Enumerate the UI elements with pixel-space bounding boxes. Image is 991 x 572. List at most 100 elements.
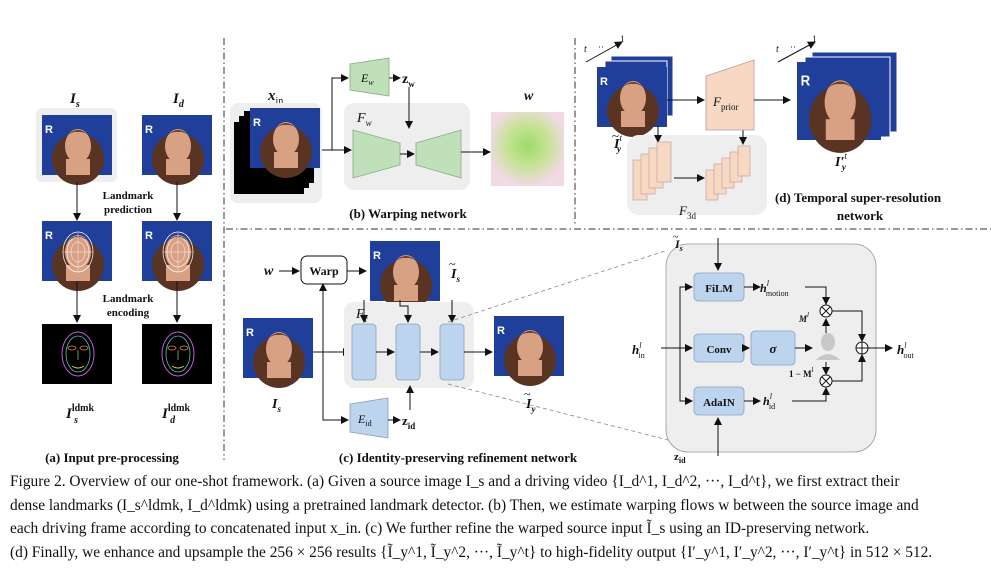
driving-ldmk-map: [141, 323, 213, 385]
arrow-hid-mult: [792, 387, 830, 402]
mask-label: Ml: [798, 311, 809, 324]
warp-label: Warp: [309, 264, 339, 278]
arrow-warp-fr: [399, 300, 412, 323]
detail-zid-label: zid: [674, 451, 686, 465]
t-axis-label-right: t: [776, 44, 779, 55]
input-face-image: [250, 108, 320, 178]
tilde-is-label: Is: [450, 267, 460, 284]
source-face-image: [42, 115, 112, 185]
landmark-encoding-text-2: encoding: [107, 307, 150, 319]
t-axis-dots-left: ··: [598, 42, 604, 52]
tilde-iy-label: Iy: [525, 397, 536, 414]
zid-label: zid: [402, 413, 415, 431]
t-axis-one-right: 1: [812, 34, 817, 44]
panel-c: w Warp Is ~ Is Fr Eid zid Iy ~ (c) Ident…: [243, 241, 578, 465]
sigma-label: σ: [769, 341, 777, 356]
is-label: Is: [271, 397, 281, 414]
arrow-multtop-sum: [832, 310, 866, 342]
arrow-hin-adain: [679, 348, 693, 405]
caption-line-4: (d) Finally, we enhance and upsample the…: [10, 543, 933, 561]
w-label: w: [524, 89, 534, 104]
arrow-is-warp: [313, 283, 327, 353]
fr-block-1: [351, 323, 377, 381]
multiply-top-cross: [821, 306, 831, 316]
sum-cross: [856, 342, 868, 354]
tilde-iy-tilde: ~: [524, 387, 531, 401]
tilde-is-tilde: ~: [449, 257, 456, 271]
flow-field-image: [491, 112, 564, 186]
zw-label: zw: [402, 72, 415, 89]
output-frame-face: [797, 62, 881, 153]
fw-encoder-block: [352, 129, 401, 179]
panel-a-title: (a) Input pre-processing: [45, 450, 179, 465]
tilde-iyt-tilde: ~: [612, 128, 619, 143]
detail-tilde-is-tilde: ~: [673, 232, 679, 243]
source-ldmk-map: [41, 323, 113, 385]
ew-label: Ew: [360, 71, 374, 87]
t-axis-arrow-left: [585, 41, 623, 63]
multiply-bottom-cross: [821, 376, 831, 386]
conv-label: Conv: [706, 344, 732, 356]
landmark-prediction-text-1: Landmark: [103, 190, 155, 202]
warped-face-image: [370, 241, 440, 311]
fprior-label: Fprior: [712, 94, 738, 112]
arrow-hmotion-mult: [805, 286, 830, 305]
eid-encoder-block: [349, 397, 389, 439]
ew-encoder-block: [349, 57, 390, 97]
eid-label: Eid: [357, 412, 372, 428]
mask-silhouette: [816, 333, 840, 360]
panel-c-title: (c) Identity-preserving refinement netwo…: [339, 450, 578, 465]
panel-b-title: (b) Warping network: [349, 206, 467, 221]
f3d-encoder-blocks: [632, 141, 672, 201]
panel-b: xin Fw Ew zw w (b) Warping network: [230, 57, 564, 221]
f3d-label: F3d: [678, 203, 696, 221]
landmark-encoding-text-1: Landmark: [103, 293, 155, 305]
t-axis-one-left: 1: [620, 34, 625, 44]
detail-tilde-is-label: Is: [674, 237, 683, 253]
caption-line-2: dense landmarks (I_s^ldmk, I_d^ldmk) usi…: [10, 496, 919, 514]
fw-label: Fw: [356, 111, 372, 128]
caption-line-1: Figure 2. Overview of our one-shot frame…: [10, 473, 900, 490]
zoom-line-top: [447, 249, 669, 323]
t-axis-dots-right: ··: [790, 42, 796, 52]
t-axis-label-left: t: [584, 44, 587, 55]
film-label: FiLM: [705, 283, 733, 295]
fw-decoder-block: [415, 129, 462, 179]
adain-label: AdaIN: [703, 397, 735, 409]
fr-block-2: [395, 323, 421, 381]
caption-line-3: each driving frame according to concaten…: [10, 520, 870, 537]
fprior-block: [705, 59, 755, 131]
driving-label: Id: [172, 91, 185, 110]
zoom-line-bottom: [447, 383, 669, 441]
source-label: Is: [69, 91, 80, 110]
driving-face-image: [142, 115, 212, 185]
x-in-label: xin: [267, 88, 283, 107]
t-axis-arrow-right: [777, 41, 816, 63]
f3d-decoder-blocks: [705, 145, 751, 201]
arrow-multbottom-sum: [832, 354, 866, 382]
arrow-is-eid: [322, 352, 349, 424]
panel-d-title-1: (d) Temporal super-resolution: [775, 190, 942, 205]
w-input-label: w: [264, 264, 274, 279]
refined-face-image: [494, 316, 564, 386]
panel-d-title-2: network: [837, 208, 884, 223]
source-landmark-image: [42, 221, 112, 291]
fr-block-3: [439, 323, 465, 381]
arrow-hin-film: [679, 283, 693, 348]
source-face-c: [243, 318, 313, 388]
panel-a: Is Id Landmark prediction Landmark encod…: [36, 91, 213, 465]
driving-landmark-image: [142, 221, 212, 291]
input-frame-face: [597, 67, 667, 137]
landmark-prediction-text-2: prediction: [104, 204, 152, 216]
one-minus-mask-label: 1 − Ml: [789, 366, 814, 379]
